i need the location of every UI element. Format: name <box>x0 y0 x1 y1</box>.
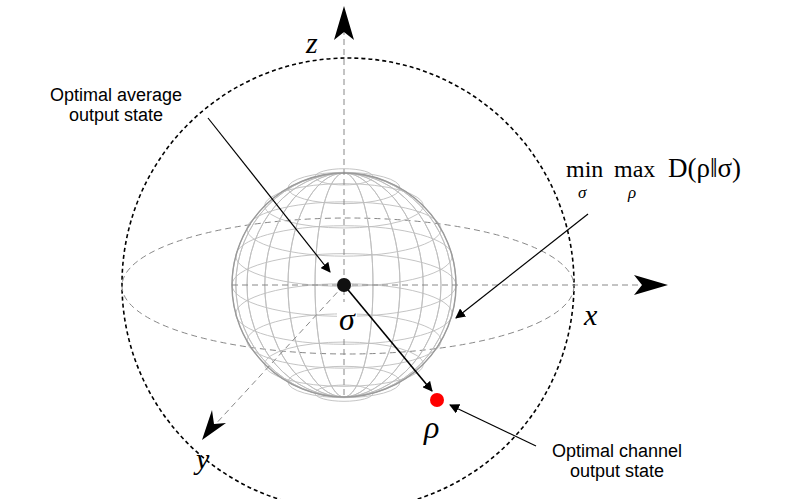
axis-label: z <box>306 26 318 59</box>
x-arrowhead <box>634 275 668 295</box>
callout-text: Optimal channel output state <box>528 442 706 482</box>
rho-dot <box>430 393 444 407</box>
formula-part: max <box>614 156 655 182</box>
y-axis <box>212 285 344 428</box>
axis-label: y <box>196 442 209 475</box>
x-axis <box>232 285 650 286</box>
parallel <box>288 172 400 203</box>
state-vector <box>344 285 432 391</box>
formula-subscript: σ <box>578 184 586 203</box>
z-arrowhead <box>334 6 354 40</box>
axis-label: x <box>584 298 597 331</box>
leader-line <box>456 214 588 318</box>
state-label: ρ <box>424 410 439 445</box>
formula-part: min <box>566 156 603 182</box>
leader-line <box>208 118 330 272</box>
sigma-dot <box>337 278 351 292</box>
z-axis <box>344 10 345 395</box>
formula-subscript: ρ <box>628 184 636 203</box>
state-label: σ <box>337 302 357 337</box>
callout-text: Optimal average output state <box>26 86 206 126</box>
formula-part: D(ρ‖σ) <box>668 154 741 184</box>
leader-line <box>450 405 536 446</box>
equator-ellipse <box>122 218 574 354</box>
y-arrowhead <box>202 410 226 440</box>
